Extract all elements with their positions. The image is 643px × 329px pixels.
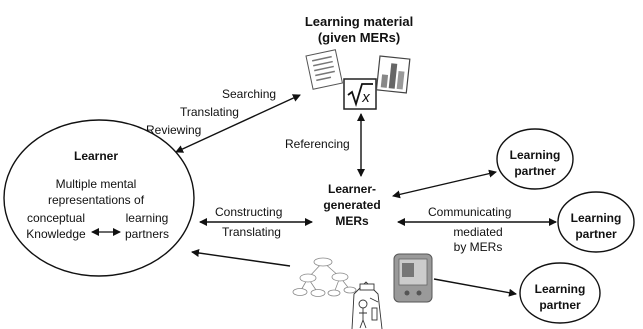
learner-learning: learning [126,211,169,225]
center-line2: generated [323,198,380,212]
label-by-mers: by MERs [454,240,503,254]
label-searching: Searching [222,87,276,101]
label-referencing: Referencing [285,137,350,151]
sqrt-x-icon: x [343,78,377,110]
partner-2-line2: partner [575,227,617,241]
phone-icon [393,253,433,303]
partner-ellipse-3 [519,262,601,324]
partner-3-line1: Learning [535,282,586,296]
partner-3-line2: partner [539,298,581,312]
material-title-line1: Learning material [305,14,413,29]
arrow-to-learner [191,249,291,267]
center-line1: Learner- [328,182,376,196]
sketch-icon [351,281,383,329]
document-icon [305,49,344,90]
learner-conceptual: conceptual [27,211,85,225]
label-mediated: mediated [453,225,502,239]
label-translating-top: Translating [180,105,239,119]
partner-2-line1: Learning [571,211,622,225]
learner-line2: representations of [48,193,145,207]
label-communicating: Communicating [428,205,511,219]
label-translating-mid: Translating [222,225,281,239]
partner-ellipse-2 [557,191,635,253]
arrow-material-learner [175,94,301,153]
partner-1-line2: partner [514,164,556,178]
material-title-line2: (given MERs) [318,30,400,45]
partner-1-line1: Learning [510,148,561,162]
label-constructing: Constructing [215,205,282,219]
learner-knowledge: Knowledge [26,227,86,241]
svg-text:x: x [361,89,370,106]
arrow-partner-3 [433,278,517,297]
learner-line1: Multiple mental [56,177,137,191]
concept-map-icon [292,257,357,297]
partner-ellipse-1 [496,128,574,190]
learner-ellipse [3,119,195,277]
bar-chart-icon [375,55,411,94]
arrow-partner-1 [392,169,497,199]
learner-partners: partners [125,227,169,241]
center-line3: MERs [335,214,369,228]
learner-title: Learner [74,149,118,163]
